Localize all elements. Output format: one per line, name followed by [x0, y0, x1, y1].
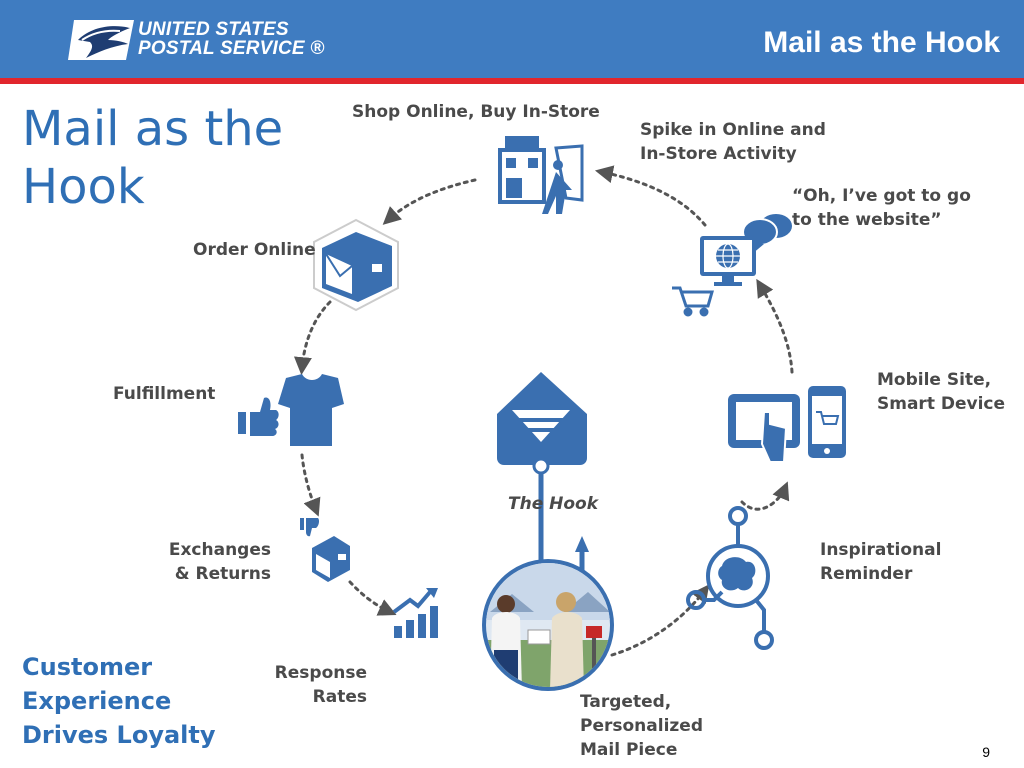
label-oh-quote: “Oh, I’ve got to go to the website”	[792, 186, 971, 230]
logo-line-2: POSTAL SERVICE ®	[138, 38, 325, 59]
label-order-online: Order Online	[193, 240, 316, 260]
computer-globe-icon	[700, 236, 756, 286]
package-icon	[313, 218, 399, 312]
thumbs-down-icon	[300, 518, 320, 537]
mail-hook-icon	[497, 372, 589, 589]
brain-circuit-icon	[686, 506, 774, 650]
cart-icon	[672, 286, 714, 317]
header-bar	[0, 0, 1024, 78]
header-title: Mail as the Hook	[763, 26, 1000, 59]
label-response-rates: Response Rates	[274, 663, 367, 707]
thumbs-up-icon	[238, 397, 279, 436]
package-small-icon	[312, 536, 350, 582]
arrow-exchanges-to-response	[348, 580, 397, 616]
tshirt-icon	[278, 374, 344, 446]
label-mobile-site: Mobile Site, Smart Device	[877, 370, 1006, 414]
arrow-inspirational-to-mobile	[740, 481, 790, 511]
eagle-logo-icon	[68, 20, 134, 60]
page-number: 9	[982, 744, 990, 760]
label-spike-activity: Spike in Online and In-Store Activity	[640, 120, 826, 164]
slide-title: Mail as the Hook	[22, 101, 284, 215]
people-mail-icon	[482, 559, 614, 691]
label-exchanges-returns: Exchanges & Returns	[168, 540, 271, 584]
logo-wordmark: UNITED STATES POSTAL SERVICE ®	[138, 20, 324, 58]
phone-cart-icon	[808, 386, 846, 458]
cycle-arrows	[293, 165, 794, 657]
label-shop-online: Shop Online, Buy In-Store	[352, 102, 600, 122]
label-the-hook: The Hook	[508, 494, 599, 514]
tablet-touch-icon	[728, 394, 800, 463]
label-fulfillment: Fulfillment	[113, 384, 216, 404]
label-inspirational-reminder: Inspirational Reminder	[820, 540, 942, 584]
logo-line-1: UNITED STATES	[138, 19, 289, 40]
arrow-fulfillment-to-exchanges	[300, 453, 321, 517]
bar-chart-icon	[392, 588, 438, 638]
arrow-order-to-fulfillment	[293, 300, 332, 376]
store-icon	[498, 136, 584, 214]
header-red-stripe	[0, 78, 1024, 84]
arrow-computer-to-store	[594, 165, 707, 227]
label-targeted-mail: Targeted, Personalized Mail Piece	[580, 692, 703, 760]
arrow-mobile-to-computer	[756, 278, 794, 374]
arrow-targeted-to-inspirational	[610, 584, 710, 657]
arrow-store-to-order	[382, 178, 477, 225]
side-note: Customer Experience Drives Loyalty	[22, 653, 216, 749]
